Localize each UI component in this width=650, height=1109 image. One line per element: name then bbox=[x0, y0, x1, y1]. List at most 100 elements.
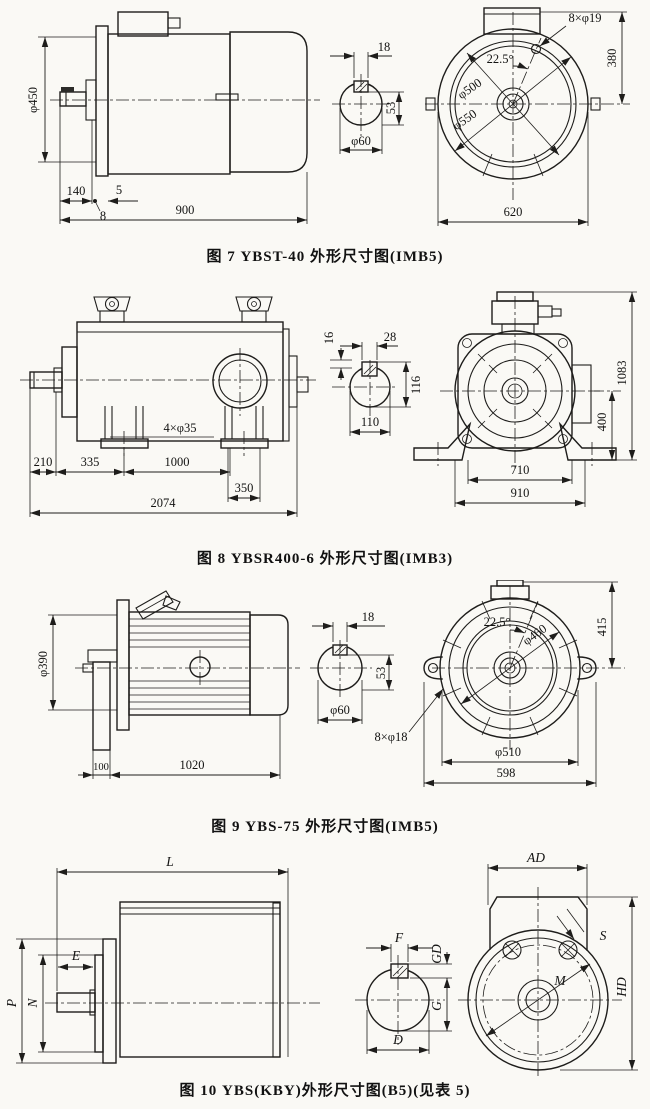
fig10-dim-G: G bbox=[429, 1001, 444, 1011]
fig8-dim-335: 335 bbox=[81, 455, 100, 469]
fig10-end-view: AD S M HD bbox=[458, 850, 638, 1078]
fig7-dim-dia450: φ450 bbox=[26, 87, 40, 113]
fig7-bolt-callout: 8×φ19 bbox=[568, 11, 601, 25]
fig8-dim-400: 400 bbox=[595, 413, 609, 432]
fig9-bolt-callout: 8×φ18 bbox=[374, 730, 407, 744]
fig8-caption: 图 8 YBSR400-6 外形尺寸图(IMB3) bbox=[196, 551, 454, 567]
figure-9: φ390 100 1020 18 53 φ60 bbox=[0, 580, 650, 845]
fig8-dim-710: 710 bbox=[511, 463, 530, 477]
terminal-box bbox=[117, 11, 169, 37]
fig10-dim-F: F bbox=[394, 930, 404, 945]
flange-plate bbox=[95, 25, 109, 177]
flange-bolt-hole bbox=[558, 940, 578, 960]
fig10-dim-P: P bbox=[4, 999, 19, 1008]
fig9-angle: 22.5° bbox=[484, 615, 511, 629]
fig7-dia500: φ500 bbox=[455, 76, 484, 102]
fig7-dim-8: 8 bbox=[100, 209, 106, 223]
shaft bbox=[56, 992, 96, 1013]
terminal-box-cap bbox=[496, 580, 524, 587]
fig7-dim-620: 620 bbox=[504, 205, 523, 219]
fig9-side-view: φ390 100 1020 bbox=[36, 590, 300, 779]
fig7-drawing: φ450 140 5 8 900 18 53 φ60 bbox=[26, 7, 630, 226]
flange-plate bbox=[102, 938, 117, 1064]
fig9-shaft-dia: φ60 bbox=[330, 703, 350, 717]
foot bbox=[220, 438, 269, 449]
spigot bbox=[94, 954, 104, 1053]
foot bbox=[413, 421, 472, 461]
fig8-shaft-height: 116 bbox=[409, 376, 423, 394]
lifting-eye bbox=[93, 296, 131, 312]
fig8-dim-1083: 1083 bbox=[615, 361, 629, 386]
fig8-foot-holes: 4×φ35 bbox=[163, 421, 196, 435]
flange-plate bbox=[116, 599, 130, 731]
end-cap bbox=[249, 614, 289, 716]
fig7-dim-140: 140 bbox=[67, 184, 86, 198]
fig8-dim-1000: 1000 bbox=[165, 455, 190, 469]
fig8-dim-350: 350 bbox=[235, 481, 254, 495]
fig10-dim-M: M bbox=[553, 973, 566, 988]
fig10-dim-AD: AD bbox=[526, 850, 545, 865]
fig10-dim-GD: GD bbox=[429, 944, 444, 964]
fig9-dim-598: 598 bbox=[497, 766, 516, 780]
fig8-shaft-dia: 110 bbox=[361, 415, 379, 429]
top-housing bbox=[489, 896, 588, 951]
fig9-shaft-height: 53 bbox=[374, 667, 388, 680]
fig7-shaft-height: 53 bbox=[384, 102, 398, 115]
fig8-dim-210: 210 bbox=[34, 455, 53, 469]
fig10-dim-D: D bbox=[392, 1032, 403, 1047]
fig7-side-view: φ450 140 5 8 900 bbox=[26, 11, 320, 224]
fig8-side-view: 4×φ35 210 335 1000 350 2074 bbox=[20, 296, 316, 517]
fig8-drawing: 4×φ35 210 335 1000 350 2074 28 16 116 11… bbox=[20, 291, 637, 517]
figure-8: 4×φ35 210 335 1000 350 2074 28 16 116 11… bbox=[0, 276, 650, 580]
fig9-dim-dia390: φ390 bbox=[36, 651, 50, 677]
fig10-dim-N: N bbox=[25, 998, 40, 1009]
motor-body bbox=[107, 33, 231, 175]
fig9-dim-100: 100 bbox=[93, 762, 109, 773]
end-cap bbox=[229, 31, 308, 173]
fig9-end-view: 22.5° φ460 415 8×φ18 φ510 598 bbox=[374, 580, 625, 787]
fig7-dim-380: 380 bbox=[605, 49, 619, 68]
fig7-shaft-dia: φ60 bbox=[351, 134, 371, 148]
figure-10: L E P N F GD G D bbox=[0, 845, 650, 1109]
fig8-end-view: 1083 400 710 910 bbox=[413, 291, 637, 507]
terminal-box-end bbox=[483, 7, 541, 35]
fig10-dim-HD: HD bbox=[614, 977, 629, 998]
mounting-column bbox=[92, 661, 111, 751]
flange-bolt-hole bbox=[502, 940, 522, 960]
motor-body bbox=[119, 901, 281, 1058]
fig10-dim-S: S bbox=[600, 928, 607, 943]
fig9-drawing: φ390 100 1020 18 53 φ60 bbox=[36, 580, 625, 787]
fig7-end-view: 22.5° φ500 φ550 8×φ19 380 620 bbox=[425, 7, 630, 226]
lifting-eye bbox=[235, 296, 273, 312]
bolt-ticks bbox=[442, 600, 578, 736]
figure-7: φ450 140 5 8 900 18 53 φ60 bbox=[0, 4, 650, 276]
fig10-shaft-section: F GD G D bbox=[355, 930, 452, 1054]
shaft bbox=[59, 91, 87, 107]
fig10-dim-L: L bbox=[165, 854, 174, 869]
fig9-shaft-section: 18 53 φ60 bbox=[310, 610, 394, 724]
cooling-fins bbox=[129, 618, 250, 710]
fig9-dia460: φ460 bbox=[520, 621, 549, 648]
terminal-box bbox=[135, 590, 174, 620]
ear-lug bbox=[423, 656, 443, 680]
fig8-dim-2074: 2074 bbox=[151, 496, 177, 510]
fig7-caption: 图 7 YBST-40 外形尺寸图(IMB5) bbox=[206, 249, 444, 265]
fig7-dia550: φ550 bbox=[450, 107, 479, 133]
fig7-dim-900: 900 bbox=[176, 203, 195, 217]
fig7-angle: 22.5° bbox=[487, 52, 514, 66]
motor-body bbox=[128, 611, 251, 716]
fig10-dim-E: E bbox=[71, 948, 81, 963]
fig10-side-view: L E P N bbox=[4, 854, 320, 1064]
fig7-shaft-key-width: 18 bbox=[378, 40, 391, 54]
foot bbox=[558, 421, 617, 461]
fig8-shaft-section: 28 16 116 110 bbox=[322, 330, 423, 436]
fig9-dim-1020: 1020 bbox=[180, 758, 205, 772]
fig9-dim-415: 415 bbox=[595, 618, 609, 637]
foot bbox=[100, 438, 149, 449]
fig7-shaft-section: 18 53 φ60 bbox=[330, 40, 404, 154]
fig10-caption: 图 10 YBS(KBY)外形尺寸图(B5)(见表 5) bbox=[179, 1083, 471, 1099]
fig9-dia510: φ510 bbox=[495, 745, 521, 759]
fig9-shaft-key-width: 18 bbox=[362, 610, 375, 624]
fig8-shaft-key-depth: 16 bbox=[322, 332, 336, 345]
